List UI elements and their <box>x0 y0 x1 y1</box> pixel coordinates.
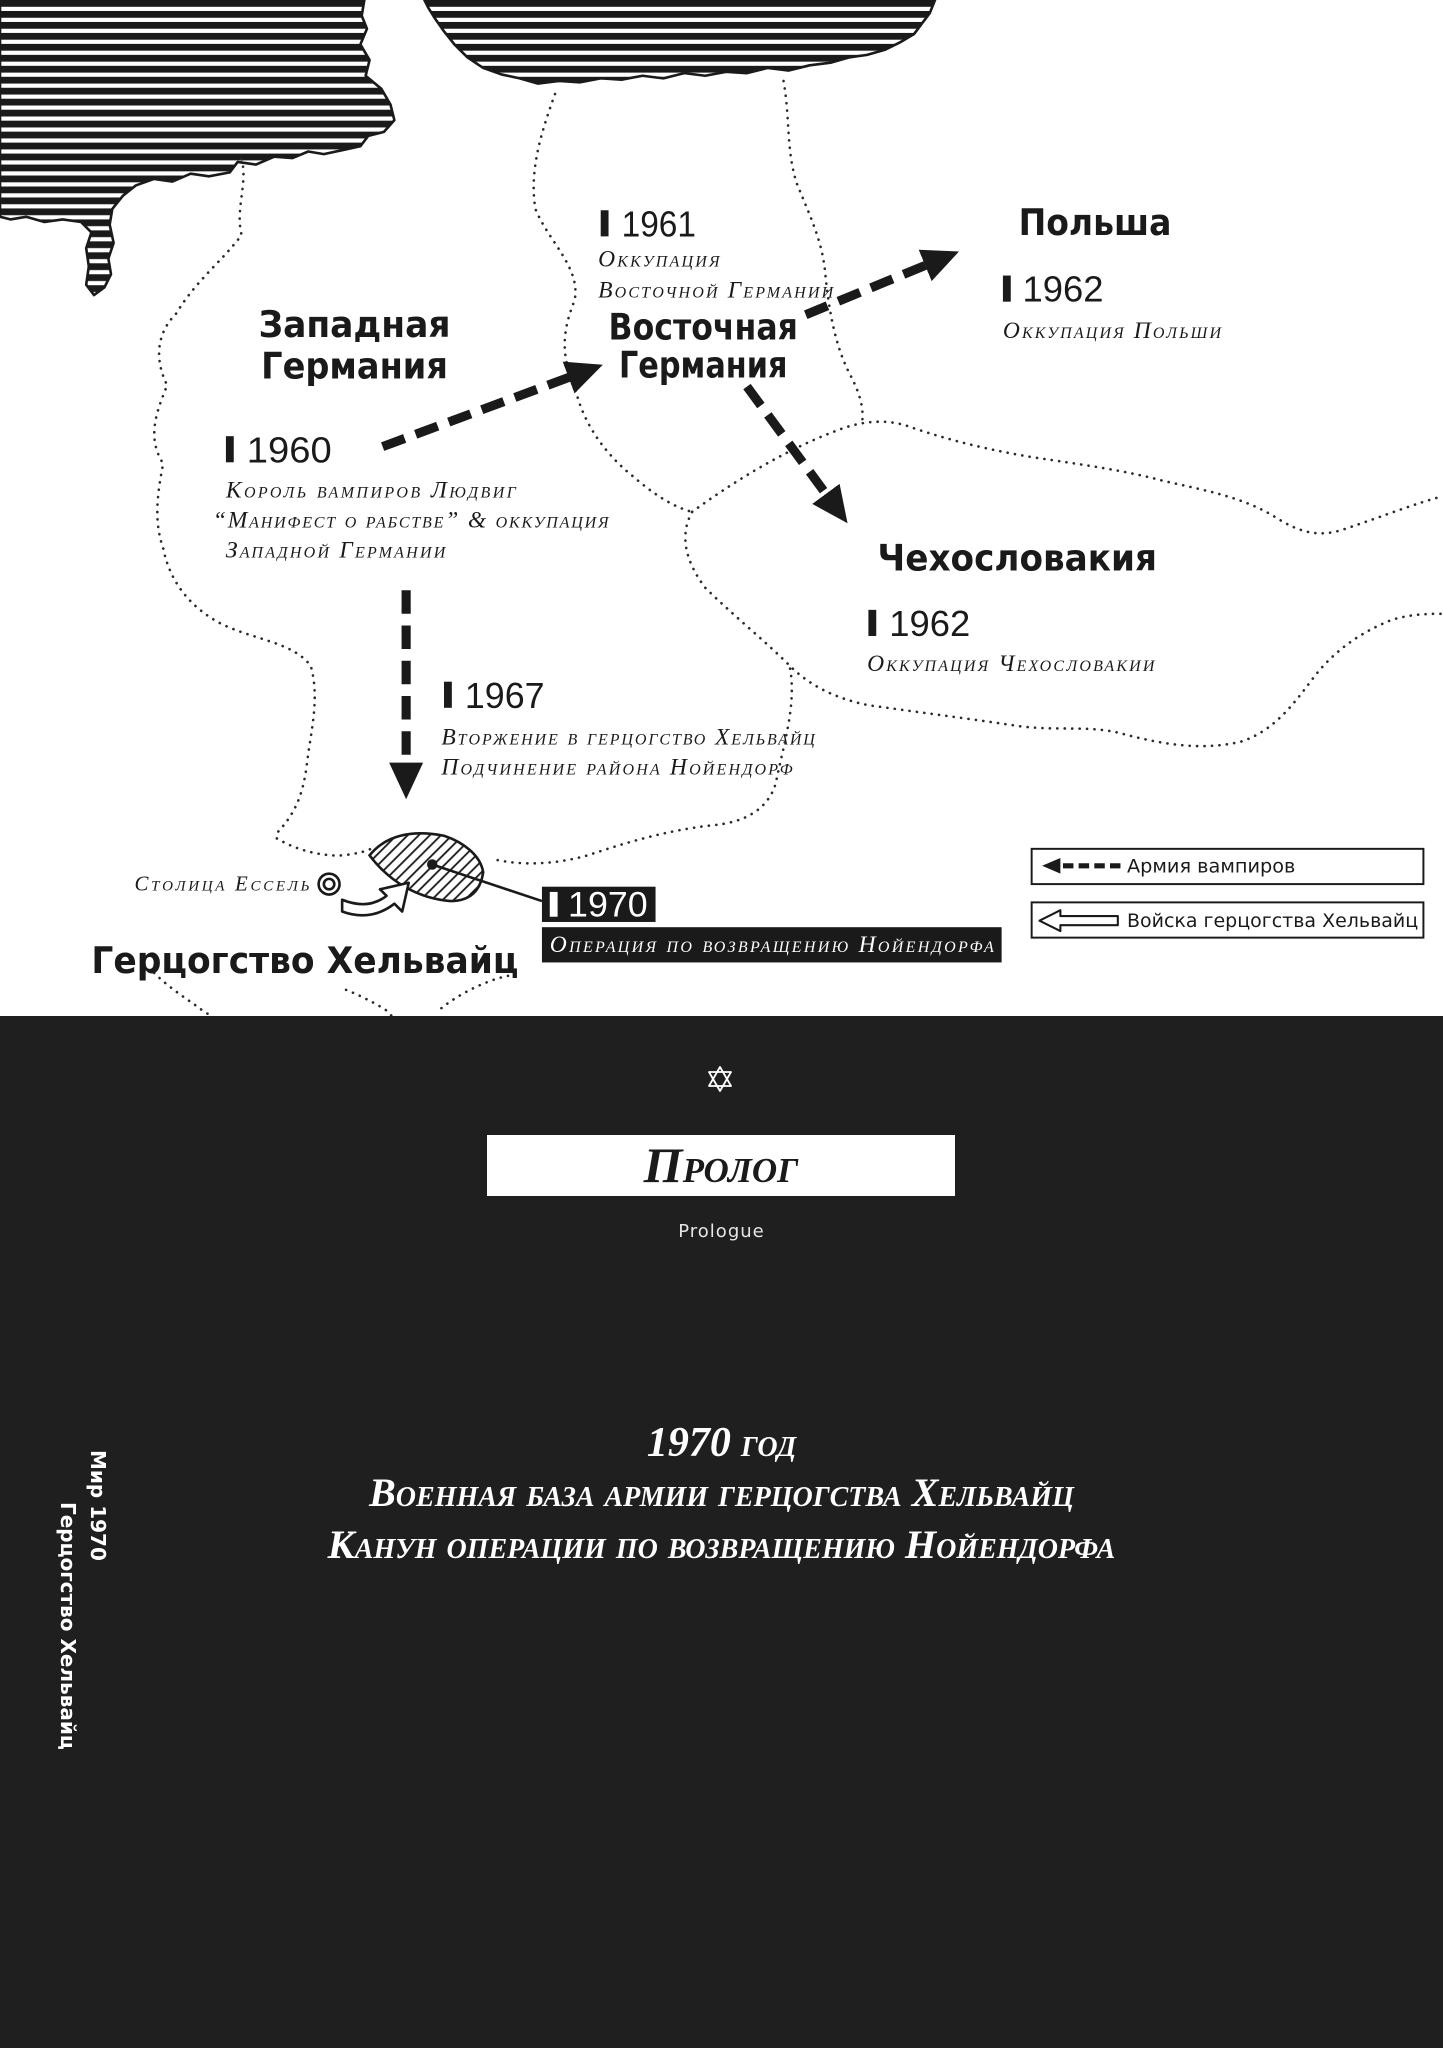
label-west-germany-line1: Западная <box>259 303 451 346</box>
event-year: 1962 <box>889 603 970 644</box>
hollow-arrow-icon <box>1038 909 1119 933</box>
event-year: 1961 <box>622 203 696 244</box>
sea-north-west <box>0 0 396 297</box>
legend-label: Войска герцогства Хельвайц <box>1127 911 1418 932</box>
label-east-germany-line2: Германия <box>619 343 787 386</box>
year-marker-bar <box>1002 275 1011 302</box>
side-caption-world: Мир 1970 <box>86 1450 110 1561</box>
event-description: Подчинение района Нойендорф <box>440 754 792 780</box>
year-marker-bar <box>868 609 877 636</box>
legend-label: Армия вампиров <box>1127 856 1295 877</box>
year-marker-bar <box>444 681 452 708</box>
border-south-west <box>152 971 213 1016</box>
heading-line-location: Военная база армии герцогства Хельвайц <box>369 1470 1074 1515</box>
heading-year: 1970 <box>646 1420 731 1466</box>
neuendorf-marker-dot <box>427 859 438 870</box>
event-description: Король вампиров Людвиг <box>225 478 517 504</box>
heading-line-occasion: Канун операции по возвращению Нойендорфа <box>327 1522 1116 1567</box>
legend-item-duchy-forces: Войска герцогства Хельвайц <box>1030 901 1425 939</box>
star-of-david-icon <box>708 1066 732 1092</box>
border-inner-german <box>532 92 694 514</box>
vampire-arrow-to-poland <box>803 249 959 319</box>
event-1961: 1961 Оккупация Восточной Германии <box>598 203 834 303</box>
chapter-title: Пролог <box>643 1137 799 1193</box>
event-1970: 1970 Операция по возвращению Нойендорфа <box>541 886 1002 963</box>
event-year: 1962 <box>1023 269 1104 310</box>
side-caption-place: Герцогство Хельвайц <box>56 1502 80 1750</box>
border-helvaitz-north <box>275 837 373 857</box>
event-1962-czechoslovakia: 1962 Оккупация Чехословакии <box>867 603 1156 677</box>
legend-item-vampire-army: Армия вампиров <box>1030 847 1425 886</box>
map: Польша Восточная Германия Западная Герма… <box>0 0 1443 1016</box>
label-capital: Столица Ессель <box>135 872 310 896</box>
border-helvaitz-east <box>492 667 794 865</box>
year-marker-bar <box>549 891 558 917</box>
border-south-east <box>440 972 519 1010</box>
event-description: Вторжение в герцогство Хельвайц <box>441 724 816 750</box>
border-west-germany-west <box>152 158 316 838</box>
label-poland: Польша <box>1019 201 1172 244</box>
event-description: Оккупация <box>598 246 721 272</box>
event-description: Оккупация Чехословакии <box>867 651 1156 677</box>
border-south-center <box>344 988 394 1016</box>
event-1962-poland: 1962 Оккупация Польши <box>1002 269 1223 344</box>
label-duchy-helvaitz: Герцогство Хельвайц <box>91 939 518 982</box>
border-czechoslovakia-north <box>690 420 1443 535</box>
legend: Армия вампиров Войска герцогства Хельвай… <box>1030 847 1425 939</box>
chapter-title-box: Пролог <box>487 1135 955 1196</box>
event-year: 1960 <box>247 429 332 470</box>
neuendorf-leader-line <box>431 863 543 903</box>
year-marker-bar <box>600 210 609 237</box>
year-highlight-box <box>541 886 656 922</box>
label-east-germany-line1: Восточная <box>609 306 798 349</box>
label-west-germany-line2: Германия <box>261 345 448 388</box>
vampire-arrow-to-czechoslovakia <box>743 383 848 524</box>
event-1967: 1967 Вторжение в герцогство Хельвайц Под… <box>440 675 816 781</box>
year-marker-bar <box>225 436 234 463</box>
event-year: 1970 <box>568 886 648 925</box>
heading-year-suffix: год <box>740 1420 797 1465</box>
event-description: “Манифест о рабстве” & оккупация <box>213 508 610 534</box>
label-czechoslovakia: Чехословакия <box>878 537 1157 580</box>
neuendorf-area <box>367 832 485 903</box>
event-1960: 1960 Король вампиров Людвиг “Манифест о … <box>213 429 610 563</box>
event-description: Оккупация Польши <box>1003 318 1223 344</box>
description-highlight-box <box>541 927 1002 963</box>
event-description: Восточной Германии <box>598 278 834 304</box>
sea-north <box>423 0 937 85</box>
event-description: Западной Германии <box>226 538 447 564</box>
counterattack-arrow-icon <box>340 881 411 917</box>
chapter-subtitle: Prologue <box>678 1221 765 1242</box>
capital-marker-icon <box>317 872 341 896</box>
border-east-germany-poland <box>782 79 864 426</box>
event-year: 1967 <box>465 675 545 716</box>
event-description: Операция по возвращению Нойендорфа <box>550 932 994 958</box>
